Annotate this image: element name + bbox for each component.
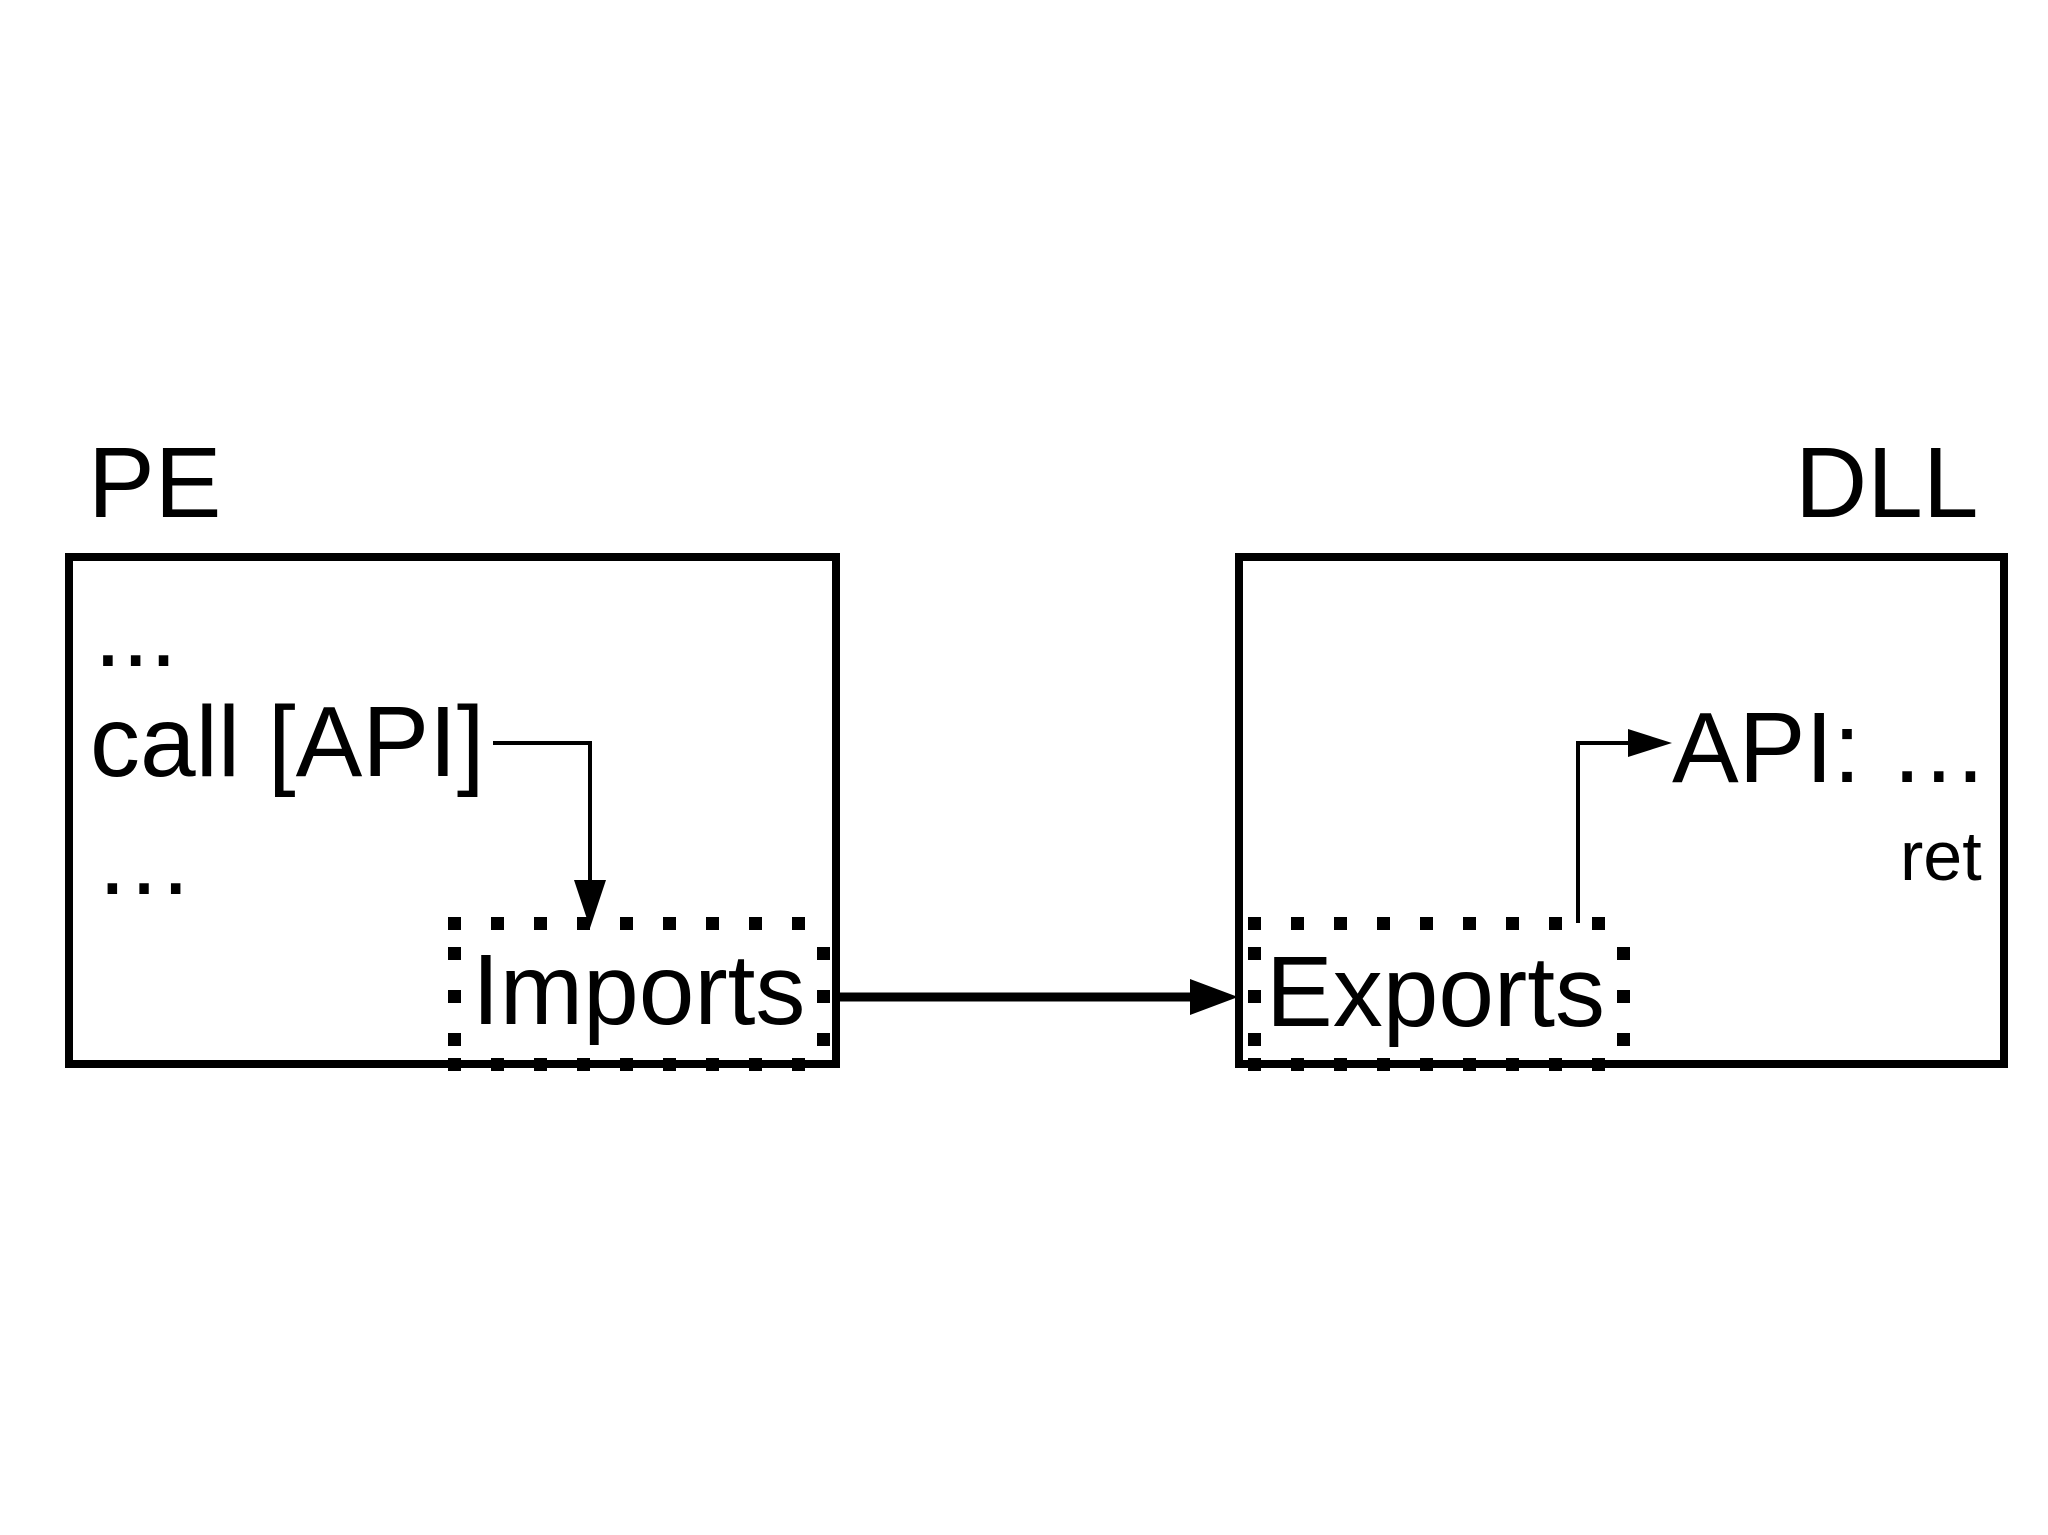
dll-ret-label: ret — [1900, 817, 1982, 895]
exports-label: Exports — [1266, 936, 1606, 1048]
arrowhead-right-icon — [1190, 979, 1238, 1015]
exports-dotted-box — [1248, 917, 1630, 1071]
dll-module-title: DLL — [1795, 427, 1979, 539]
pe-module-title: PE — [88, 427, 222, 539]
imports-dotted-box — [448, 917, 830, 1071]
imports-label: Imports — [472, 934, 806, 1046]
pe-code-ellipsis-top: ... — [94, 576, 178, 688]
dll-api-entry-label: API: … — [1672, 692, 1989, 804]
pe-code-ellipsis-bottom: … — [94, 804, 194, 916]
pe-code-call-api: call [API] — [90, 686, 485, 798]
